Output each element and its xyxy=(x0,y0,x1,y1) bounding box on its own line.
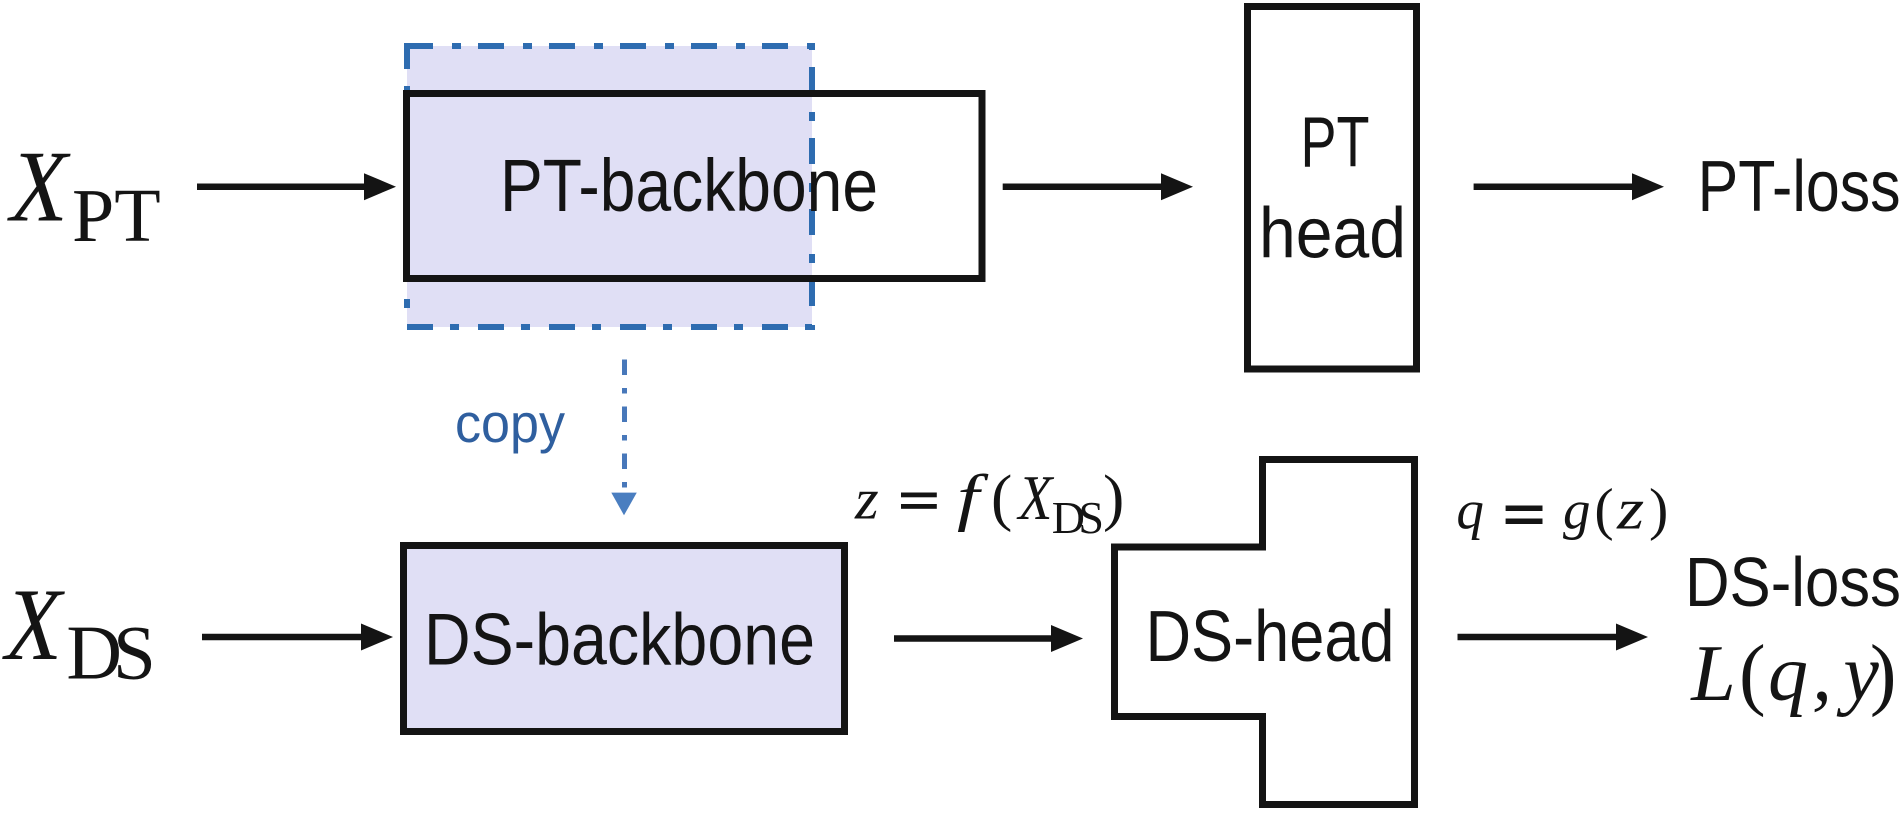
svg-text:L: L xyxy=(1690,630,1736,718)
svg-text:PT: PT xyxy=(1301,103,1370,182)
svg-text:g: g xyxy=(1563,480,1591,541)
svg-text:DS-loss: DS-loss xyxy=(1685,543,1901,621)
svg-text:DS: DS xyxy=(66,610,152,696)
svg-text:): ) xyxy=(1649,477,1668,542)
svg-text:): ) xyxy=(1103,462,1124,533)
svg-text:f: f xyxy=(957,461,989,533)
svg-text:q: q xyxy=(1768,630,1808,718)
svg-text:X: X xyxy=(1,568,64,682)
svg-text:z: z xyxy=(854,467,879,531)
svg-text:X: X xyxy=(1017,462,1055,532)
svg-text:DS: DS xyxy=(1052,492,1102,543)
svg-text:PT: PT xyxy=(72,174,161,258)
svg-text:DS-head: DS-head xyxy=(1146,597,1395,677)
svg-text:(: ( xyxy=(991,462,1012,533)
svg-text:q: q xyxy=(1456,480,1484,541)
svg-text:(: ( xyxy=(1739,630,1766,718)
svg-text:PT-loss: PT-loss xyxy=(1698,147,1901,227)
svg-text:copy: copy xyxy=(455,392,565,454)
svg-text:DS-backbone: DS-backbone xyxy=(424,600,815,681)
svg-text:,: , xyxy=(1812,630,1832,718)
svg-text:): ) xyxy=(1870,630,1897,718)
svg-text:X: X xyxy=(6,131,71,243)
svg-text:y: y xyxy=(1836,630,1879,718)
svg-text:(: ( xyxy=(1594,477,1613,542)
svg-text:z: z xyxy=(1616,477,1644,541)
svg-text:head: head xyxy=(1259,194,1406,273)
svg-text:PT-backbone: PT-backbone xyxy=(500,144,878,227)
